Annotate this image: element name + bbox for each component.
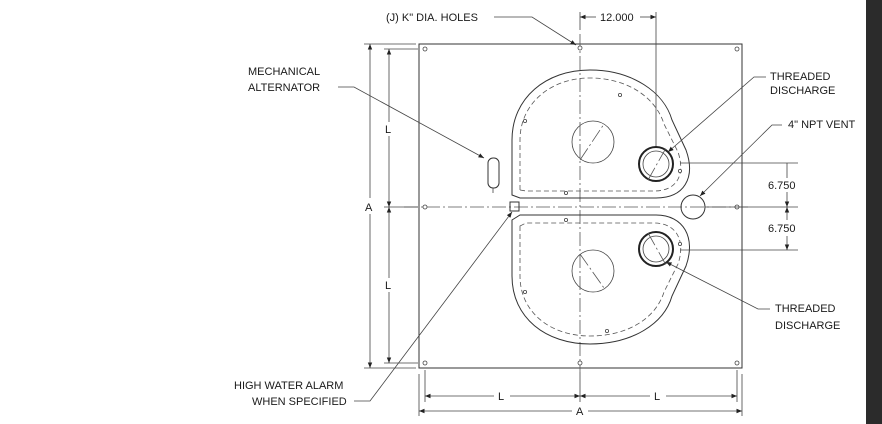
right-border-bar [866,0,882,424]
dim-675-top-label: 6.750 [768,180,796,192]
upper-discharge-outer [638,146,674,182]
dim-12 [579,12,657,146]
threaded-discharge-top-label-2: DISCHARGE [770,85,835,97]
high-water-alarm-label-1: HIGH WATER ALARM [234,380,343,392]
upper-discharge-inner [642,150,670,178]
bolt-holes [422,45,740,366]
dim-l-horizontal [424,370,738,402]
dim-a-bottom-label: A [576,406,584,418]
dim-l-right-label: L [654,391,660,403]
threaded-discharge-top-label-1: THREADED [770,71,831,83]
dim-12-label: 12.000 [600,12,634,24]
lower-pump-cover [511,214,690,345]
dim-675 [680,162,798,251]
dim-l-lower-label: L [385,280,391,292]
cover-plate [418,43,743,369]
dim-l-left-label: L [498,391,504,403]
mechanical-alternator [487,157,500,189]
vent-label: 4" NPT VENT [788,119,856,131]
mech-alternator-label-1: MECHANICAL [248,66,320,78]
high-water-alarm-label-2: WHEN SPECIFIED [252,396,347,408]
lower-discharge-outer [638,231,674,267]
dim-l-vertical [384,48,418,364]
high-water-alarm [509,201,520,212]
dim-a-bottom [418,374,743,416]
threaded-discharge-bottom-label-2: DISCHARGE [775,320,840,332]
mech-alternator-label-2: ALTERNATOR [248,82,320,94]
dim-a-left [364,43,416,369]
dim-675-bottom-label: 6.750 [768,223,796,235]
upper-pump-cover [511,69,690,199]
threaded-discharge-bottom-label-1: THREADED [775,303,836,315]
dim-a-left-label: A [365,202,373,214]
holes-label: (J) K" DIA. HOLES [386,12,478,24]
lower-discharge-inner [642,235,670,263]
dim-l-upper-label: L [385,124,391,136]
